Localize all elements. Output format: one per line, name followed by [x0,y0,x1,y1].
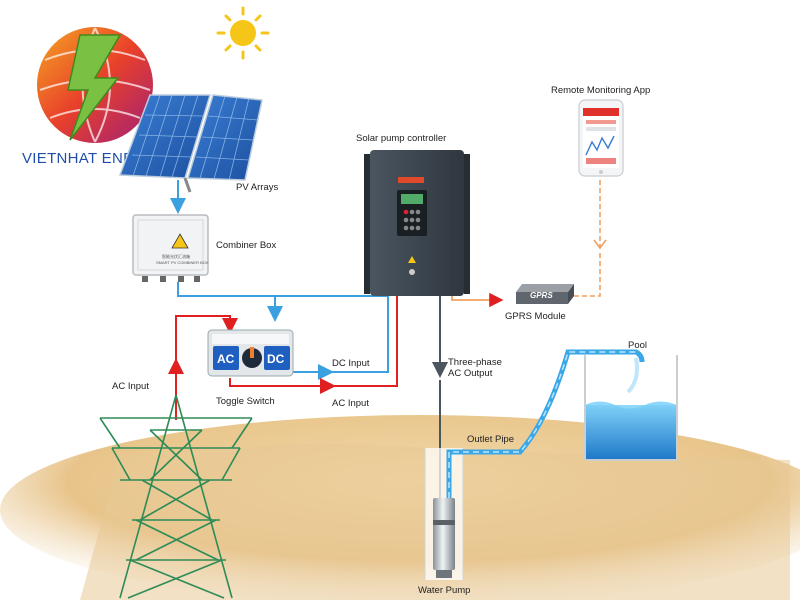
sun-icon [216,6,270,60]
brand-logo [37,27,153,143]
label-water-pump: Water Pump [418,585,470,596]
label-combiner-box: Combiner Box [216,240,276,251]
chevron-down-icon [593,239,607,250]
phone-icon [578,99,624,177]
toggle-ac-text: AC [217,352,235,366]
combiner-to-toggle-line [177,282,283,322]
gprs-to-app-line [574,252,601,297]
combiner-box [132,214,209,282]
gprs-module [516,284,574,304]
controller-display [401,194,423,204]
pool [584,355,678,461]
warning-icon [171,233,189,249]
pv-arrays [118,94,263,193]
water-pump [433,498,455,578]
label-three-phase: Three-phase [448,357,502,368]
solar-pump-controller [364,150,470,296]
toggle-dc-button [264,346,290,370]
label-pv-arrays: PV Arrays [236,182,278,193]
toggle-dc-text: DC [267,352,285,366]
controller-warning-icon [408,256,416,263]
outlet-pipe [446,349,645,498]
lightning-icon [67,34,122,141]
label-gprs-module: GPRS Module [505,311,566,322]
combiner-plate-en: SMART PV COMBINER BOX [156,260,209,265]
label-remote-app: Remote Monitoring App [551,85,650,96]
controller-to-gprs-line [451,292,504,308]
label-dc-input: DC Input [332,358,370,369]
toggle-ac-button [213,346,239,370]
gprs-device-text: GPRS [530,291,553,300]
outlet-pipe-inner [448,351,636,498]
ac-input-line [175,315,238,398]
label-ac-input-right: AC Input [332,398,369,409]
label-controller: Solar pump controller [356,133,446,144]
toggle-switch [207,329,294,377]
combiner-plate-cn: 智能光伏汇流箱 [162,253,190,259]
label-outlet-pipe: Outlet Pipe [467,434,514,445]
label-toggle-switch: Toggle Switch [216,396,275,407]
power-pylon [99,394,253,599]
label-pool: Pool [628,340,647,351]
label-ac-input-left: AC Input [112,381,149,392]
label-ac-output: AC Output [448,368,493,379]
